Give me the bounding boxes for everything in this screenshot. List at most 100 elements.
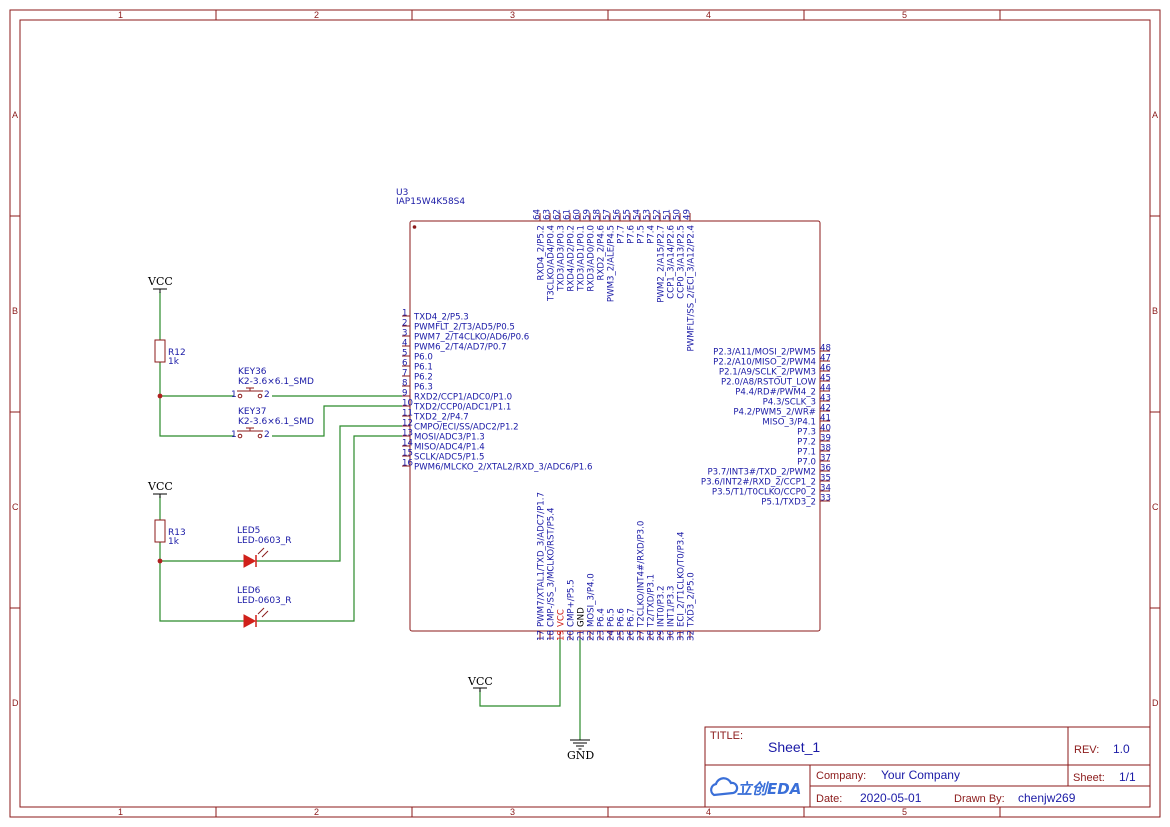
pin-name: MISO/ADC4/P1.4	[414, 443, 485, 453]
pin-name: P6.7	[627, 608, 637, 627]
pin-name: PWM7_2/T4CLKO/AD6/P0.6	[414, 333, 529, 343]
pin-name: T3CLKO/AD4/P0.4	[547, 225, 557, 302]
led-led6[interactable]: LED6 LED-0603_R	[237, 586, 292, 628]
pin-number: 44	[820, 384, 831, 394]
pin-number: 10	[402, 399, 413, 409]
vcc-symbol-1: VCC	[147, 275, 173, 293]
key37-pin2: 2	[264, 430, 270, 440]
pin-number: 11	[402, 409, 413, 419]
pin-name: PWM2_2/A15/P2.7	[657, 225, 667, 303]
pin-name: P6.5	[607, 608, 617, 627]
pin-name: P2.3/A11/MOSI_2/PWM5	[713, 348, 816, 358]
chip-pin-bottom[interactable]: 23 P6.4	[597, 608, 607, 641]
pin-name: RXD4/AD2/P0.2	[567, 225, 577, 292]
pin-name: TXD3/AD3/P0.3	[557, 225, 567, 292]
switch-key37[interactable]: KEY37 K2-3.6×6.1_SMD 1 2	[231, 407, 314, 440]
vcc-symbol-2: VCC	[147, 480, 173, 498]
pin-name: INT1/P3.3	[667, 586, 677, 627]
pin-number: 23	[597, 630, 607, 641]
date-value: 2020-05-01	[860, 791, 922, 805]
switch-key36[interactable]: KEY36 K2-3.6×6.1_SMD 1 2	[231, 367, 314, 400]
vcc-label: VCC	[467, 675, 493, 688]
title-label: TITLE:	[710, 730, 743, 742]
pin-name: P6.4	[597, 608, 607, 627]
pin-number: 17	[537, 630, 547, 641]
frame-row-label: A	[1152, 110, 1158, 120]
resistor-r13[interactable]: R13 1k	[154, 519, 186, 547]
frame-column-label: 4	[706, 10, 711, 20]
pin-number: 41	[820, 414, 831, 424]
frame-row-label: D	[12, 698, 19, 708]
pin-number: 61	[563, 209, 573, 220]
led-led5[interactable]: LED5 LED-0603_R	[237, 526, 292, 568]
resistor-r12[interactable]: R12 1k	[154, 339, 186, 367]
pin-number: 53	[643, 209, 653, 220]
